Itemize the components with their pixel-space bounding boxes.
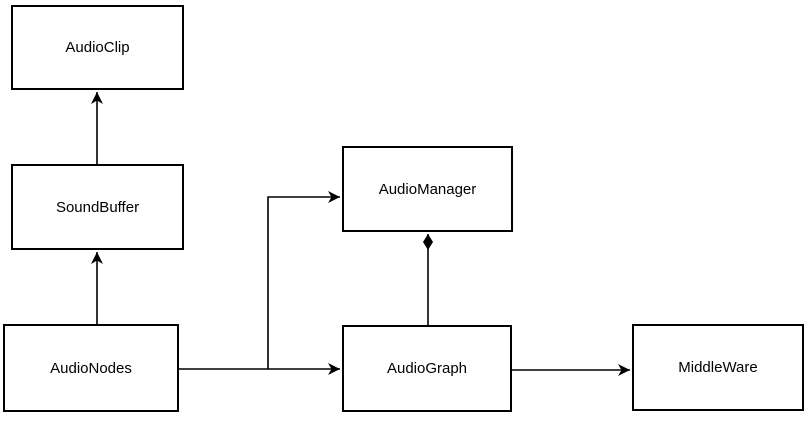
node-audionodes[interactable]: AudioNodes xyxy=(3,324,179,412)
node-middleware[interactable]: MiddleWare xyxy=(632,324,804,411)
node-audioclip[interactable]: AudioClip xyxy=(11,5,184,90)
node-audiomanager-label: AudioManager xyxy=(378,180,477,198)
edge-audionodes-to-audiomanager[interactable] xyxy=(267,191,340,369)
node-middleware-label: MiddleWare xyxy=(678,359,758,376)
node-soundbuffer[interactable]: SoundBuffer xyxy=(11,164,184,250)
node-audiomanager[interactable]: AudioManager xyxy=(342,146,513,232)
node-audioclip-label: AudioClip xyxy=(65,39,130,56)
node-audiograph[interactable]: AudioGraph xyxy=(342,325,512,412)
node-soundbuffer-label: SoundBuffer xyxy=(55,198,140,216)
node-audionodes-label: AudioNodes xyxy=(50,359,132,377)
node-audiograph-label: AudioGraph xyxy=(386,360,468,377)
